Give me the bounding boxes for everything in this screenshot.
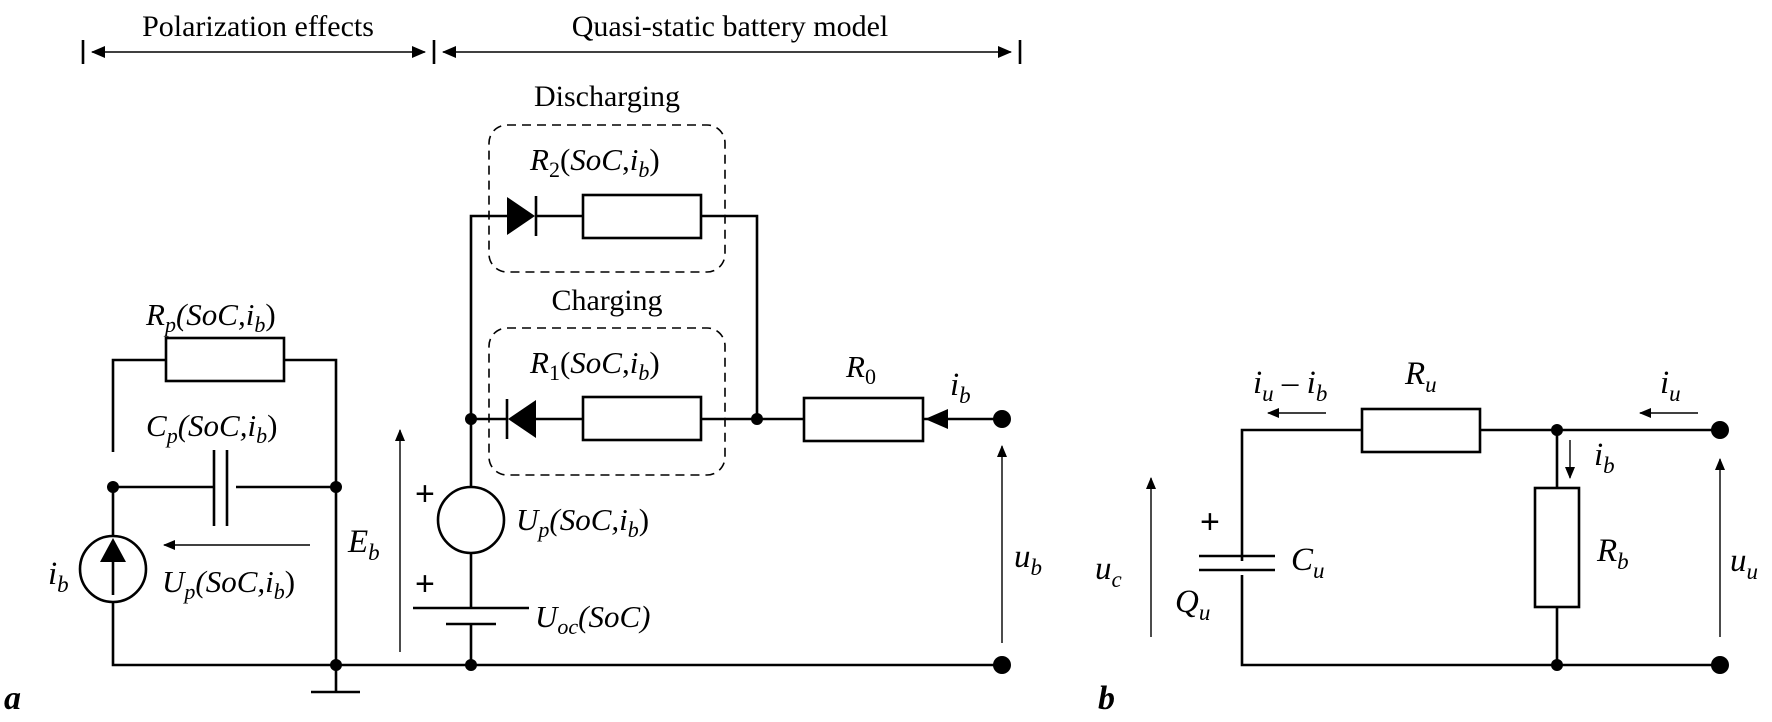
ib-source-label: ib xyxy=(48,556,69,597)
terminal-top-b xyxy=(1711,421,1729,439)
ub-label: ub xyxy=(1014,539,1042,580)
charging-group xyxy=(488,327,726,476)
polarization-network xyxy=(78,336,360,694)
r1-label: R1(SoC,ib) xyxy=(529,345,660,385)
ib-label-a: ib xyxy=(950,367,971,408)
current-source xyxy=(78,534,148,604)
charge-diode xyxy=(508,400,536,438)
rp-label: Rp(SoC,ib) xyxy=(145,297,276,337)
qu-label: Qu xyxy=(1175,584,1210,625)
uc-label: uc xyxy=(1095,551,1122,592)
iu-minus-ib-label: iu – ib xyxy=(1253,365,1327,406)
uoc-label: Uoc(SoC) xyxy=(535,599,650,639)
terminal-top-a xyxy=(993,410,1011,428)
cu-label: Cu xyxy=(1291,542,1325,583)
header-polarization: Polarization effects xyxy=(81,10,436,64)
cp-label: Cp(SoC,ib) xyxy=(146,408,277,448)
terminal-bottom-b xyxy=(1711,656,1729,674)
header-quasi-static-text: Quasi-static battery model xyxy=(572,10,889,43)
r0-label: R0 xyxy=(845,349,876,389)
figure-a-label: a xyxy=(4,680,21,717)
discharge-diode xyxy=(507,197,535,235)
up-voltage-source xyxy=(436,485,506,555)
charging-label: Charging xyxy=(551,284,662,317)
up-plus-sign: + xyxy=(415,475,435,513)
uoc-plus-sign: + xyxy=(415,565,435,603)
rb-label: Rb xyxy=(1596,533,1629,574)
r2-resistor xyxy=(581,193,703,240)
header-quasi-static: Quasi-static battery model xyxy=(442,10,1022,64)
header-polarization-text: Polarization effects xyxy=(142,10,374,43)
ib-label-b: ib xyxy=(1594,437,1615,478)
uu-label: uu xyxy=(1730,543,1758,584)
up-polarization-label: Up(SoC,ib) xyxy=(162,564,295,604)
ru-resistor xyxy=(1360,407,1482,454)
discharging-group xyxy=(488,124,726,273)
iu-label: iu xyxy=(1660,365,1681,406)
figure-b-label: b xyxy=(1098,680,1115,717)
figure-b-network xyxy=(1146,407,1729,674)
rp-resistor xyxy=(164,336,286,383)
r0-resistor xyxy=(802,396,925,443)
ru-label: Ru xyxy=(1404,356,1437,397)
eb-label: Eb xyxy=(347,524,380,565)
quasi-static-network xyxy=(336,124,1011,674)
up-source-label: Up(SoC,ib) xyxy=(516,502,649,542)
rb-resistor xyxy=(1533,486,1581,609)
terminal-bottom-a xyxy=(993,656,1011,674)
r1-resistor xyxy=(581,395,703,442)
r2-label: R2(SoC,ib) xyxy=(529,142,660,182)
cu-plus-sign: + xyxy=(1200,503,1220,541)
discharging-label: Discharging xyxy=(534,80,680,113)
